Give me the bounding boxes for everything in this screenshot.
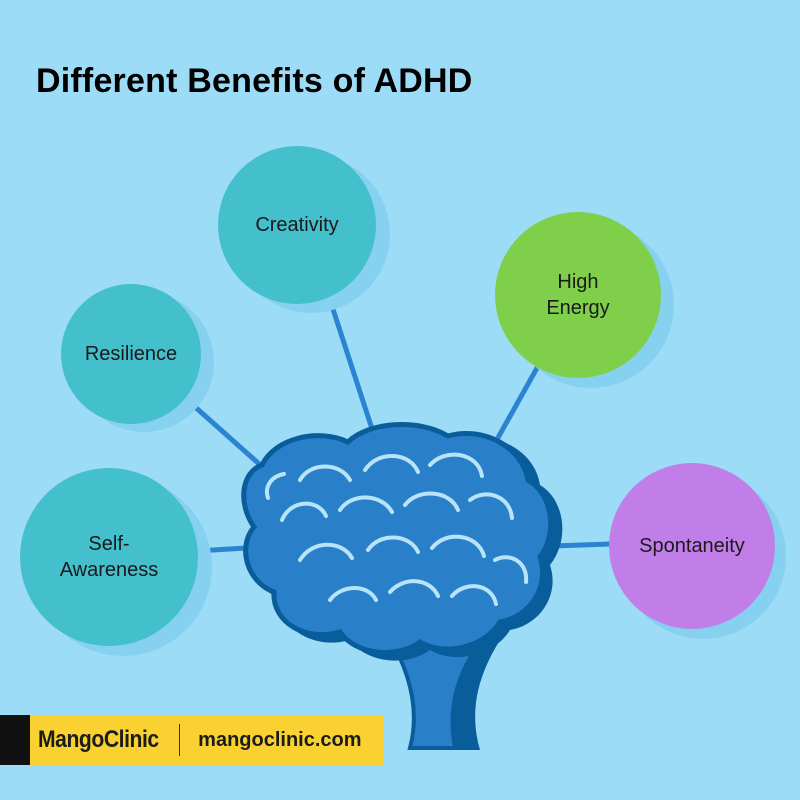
node-creativity: Creativity bbox=[218, 146, 376, 304]
brand-logo: MangoClinic bbox=[38, 726, 159, 754]
node-self-awareness-label: Self- Awareness bbox=[59, 533, 159, 581]
footer-divider bbox=[179, 724, 181, 756]
brand-accent bbox=[0, 715, 30, 765]
connector-high-energy bbox=[487, 365, 540, 455]
node-spontaneity: Spontaneity bbox=[609, 463, 775, 629]
brain-icon bbox=[241, 422, 563, 750]
node-high-energy: High Energy bbox=[495, 212, 661, 378]
brand-part1: Mango bbox=[38, 726, 104, 753]
footer-url[interactable]: mangoclinic.com bbox=[198, 728, 362, 751]
node-resilience-label: Resilience bbox=[84, 343, 178, 365]
node-creativity-label: Creativity bbox=[255, 214, 339, 236]
node-self-awareness: Self- Awareness bbox=[20, 468, 198, 646]
node-spontaneity-label: Spontaneity bbox=[639, 535, 745, 557]
brand-part2: Clinic bbox=[103, 726, 159, 753]
footer-banner: MangoClinic mangoclinic.com bbox=[0, 715, 384, 765]
node-resilience: Resilience bbox=[61, 284, 201, 424]
page-title: Different Benefits of ADHD bbox=[36, 62, 473, 100]
connector-resilience bbox=[182, 395, 269, 473]
connector-creativity bbox=[327, 297, 378, 441]
node-high-energy-label: High Energy bbox=[546, 271, 610, 319]
connector-spontaneity bbox=[550, 541, 613, 549]
